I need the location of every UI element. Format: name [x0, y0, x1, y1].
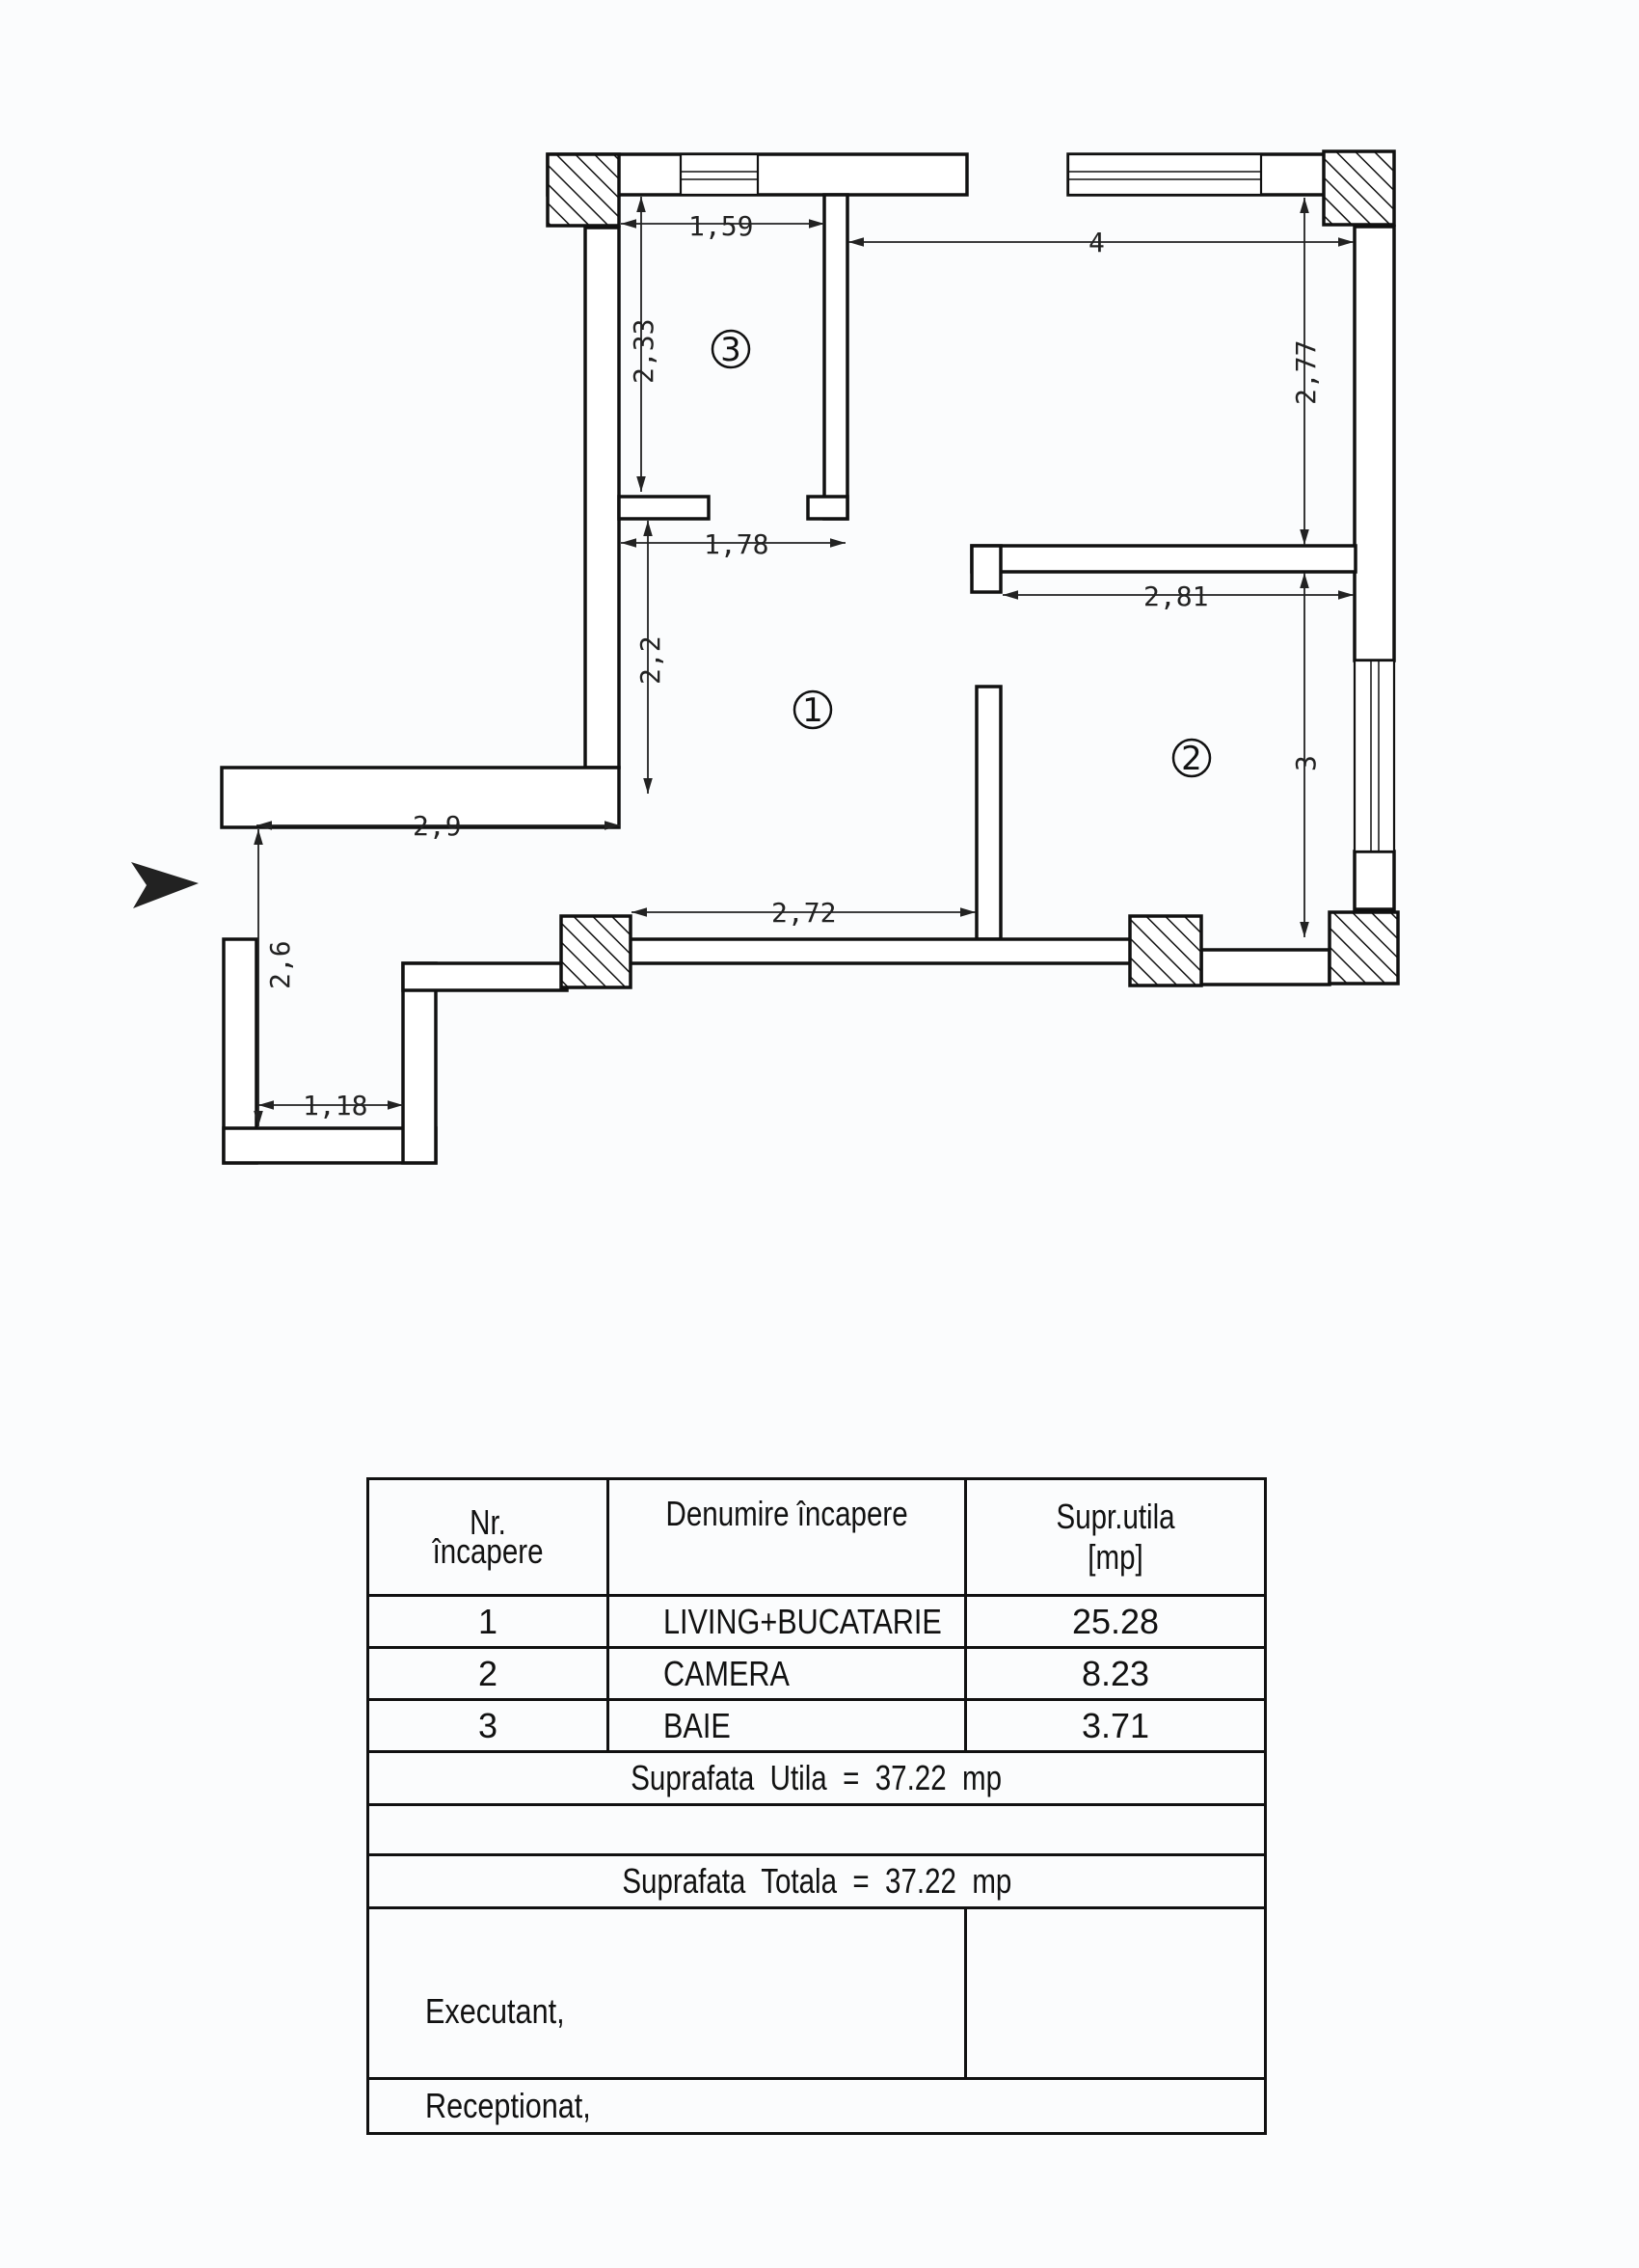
dim-1-78: 1,78	[704, 528, 768, 560]
row-nr: 2	[366, 1646, 609, 1701]
room-marker-2: 2	[1171, 738, 1212, 778]
dim-2-81: 2,81	[1143, 580, 1208, 612]
blank-row	[366, 1803, 1267, 1856]
suprafata-totala-row: Suprafata Totala = 37.22 mp	[366, 1853, 1267, 1909]
suprafata-utila-row: Suprafata Utila = 37.22 mp	[366, 1750, 1267, 1806]
receptionat-row: Receptionat,	[366, 2077, 1267, 2135]
entrance-arrow-icon	[131, 862, 199, 908]
header-name: Denumire încapere	[606, 1477, 967, 1597]
svg-text:1: 1	[802, 691, 823, 730]
row-area: 25.28	[964, 1594, 1267, 1649]
dimension-labels: 1,59 4 2,33 2,77 1,78 2,81 2,2 3 2,9 2,7…	[264, 210, 1322, 1121]
room-marker-3: 3	[711, 329, 751, 369]
suprafata-utila: Suprafata Utila = 37.22 mp	[366, 1750, 1267, 1806]
dim-1-59: 1,59	[688, 210, 753, 242]
dim-2-77: 2,77	[1290, 340, 1322, 405]
row-nr: 3	[366, 1698, 609, 1753]
dim-3: 3	[1290, 755, 1322, 771]
header-area: Supr.utila [mp]	[964, 1477, 1267, 1597]
hatched-column-icon	[546, 149, 1400, 989]
dim-1-18: 1,18	[303, 1090, 367, 1121]
table-row: 1 LIVING+BUCATARIE 25.28	[366, 1594, 1267, 1649]
dim-2-33: 2,33	[628, 319, 659, 384]
dim-2-2: 2,2	[634, 635, 666, 685]
row-area: 8.23	[964, 1646, 1267, 1701]
rooms-table: Nr. încapere Denumire încapere Supr.util…	[366, 1477, 1267, 2135]
svg-text:3: 3	[720, 331, 741, 369]
dim-2-9: 2,9	[413, 810, 462, 842]
executant-label: Executant,	[366, 1906, 967, 2080]
suprafata-totala: Suprafata Totala = 37.22 mp	[366, 1853, 1267, 1909]
table-row: 2 CAMERA 8.23	[366, 1646, 1267, 1701]
dimension-lines	[254, 197, 1354, 1126]
row-nr: 1	[366, 1594, 609, 1649]
header-nr: Nr. încapere	[366, 1477, 609, 1597]
executant-row: Executant,	[366, 1906, 1267, 2080]
row-area: 3.71	[964, 1698, 1267, 1753]
table-header-row: Nr. încapere Denumire încapere Supr.util…	[366, 1477, 1267, 1597]
walls	[220, 152, 1396, 1165]
row-name: BAIE	[606, 1698, 967, 1753]
svg-text:2: 2	[1181, 740, 1202, 778]
receptionat-label: Receptionat,	[366, 2077, 1267, 2135]
dim-2-72: 2,72	[771, 897, 836, 929]
window-icon	[679, 152, 1396, 853]
row-name: CAMERA	[606, 1646, 967, 1701]
dim-2-6: 2,6	[264, 940, 296, 989]
table-row: 3 BAIE 3.71	[366, 1698, 1267, 1753]
dim-4: 4	[1088, 227, 1105, 258]
executant-signature-box	[964, 1906, 1267, 2080]
room-marker-1: 1	[793, 689, 833, 730]
row-name: LIVING+BUCATARIE	[606, 1594, 967, 1649]
